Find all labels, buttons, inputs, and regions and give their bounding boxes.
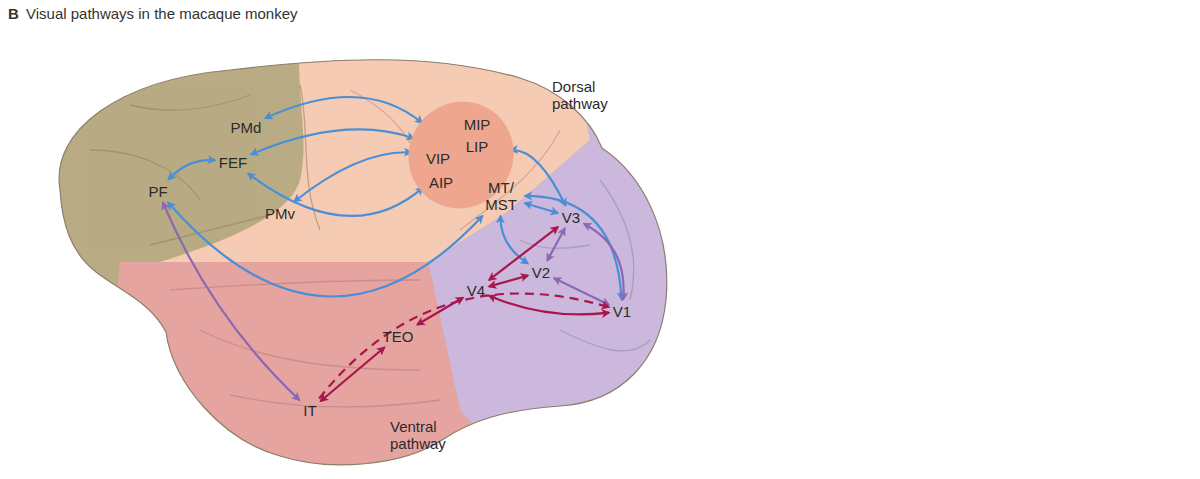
area-label: MT/ MST bbox=[481, 179, 521, 213]
area-label: LIP bbox=[466, 138, 489, 155]
pathway-arrow bbox=[168, 203, 482, 297]
area-node: FEF bbox=[217, 153, 249, 172]
area-node: TEO bbox=[381, 327, 416, 346]
area-node: MT/ MST bbox=[479, 178, 523, 214]
pathway-arrow bbox=[163, 203, 299, 400]
area-node: PMd bbox=[229, 118, 264, 137]
area-node: PMv bbox=[263, 204, 297, 223]
area-node: V4 bbox=[465, 281, 487, 300]
area-label: FEF bbox=[219, 154, 247, 171]
pathway-arrow bbox=[554, 278, 609, 304]
pathway-arrow bbox=[500, 216, 527, 263]
area-node: V1 bbox=[611, 302, 633, 321]
area-label: TEO bbox=[383, 328, 414, 345]
area-label: V2 bbox=[532, 264, 550, 281]
area-node: V3 bbox=[560, 208, 582, 227]
area-label: V3 bbox=[562, 209, 580, 226]
pathway-label: Ventral pathway bbox=[390, 418, 470, 452]
pathway-arrow bbox=[584, 224, 623, 300]
area-label: V4 bbox=[467, 282, 485, 299]
pathway-arrow bbox=[319, 293, 609, 398]
area-label: PMd bbox=[231, 119, 262, 136]
pathway-arrow bbox=[265, 97, 422, 123]
area-label: PMv bbox=[265, 205, 295, 222]
area-node: IT bbox=[301, 401, 318, 420]
area-label: VIP bbox=[426, 150, 450, 167]
pathway-arrow bbox=[321, 348, 385, 402]
area-label: AIP bbox=[429, 174, 453, 191]
figure-title: Visual pathways in the macaque monkey bbox=[26, 5, 298, 22]
pathway-arrow bbox=[525, 203, 558, 213]
area-label: MIP bbox=[464, 116, 491, 133]
pathway-arrow bbox=[489, 276, 528, 287]
pathway-arrow bbox=[169, 160, 215, 179]
area-node: PF bbox=[146, 182, 169, 201]
pathway-arrow bbox=[489, 296, 609, 315]
area-node: V2 bbox=[530, 263, 552, 282]
pathway-arrow bbox=[525, 196, 622, 300]
pathway-arrow bbox=[251, 129, 414, 154]
area-label: IT bbox=[303, 402, 316, 419]
area-label: V1 bbox=[613, 303, 631, 320]
panel-letter: B bbox=[8, 5, 19, 22]
pathway-label: Dorsal pathway bbox=[552, 78, 632, 112]
area-label: PF bbox=[148, 183, 167, 200]
pathway-arrow bbox=[294, 152, 411, 201]
pathway-arrow bbox=[489, 227, 558, 280]
